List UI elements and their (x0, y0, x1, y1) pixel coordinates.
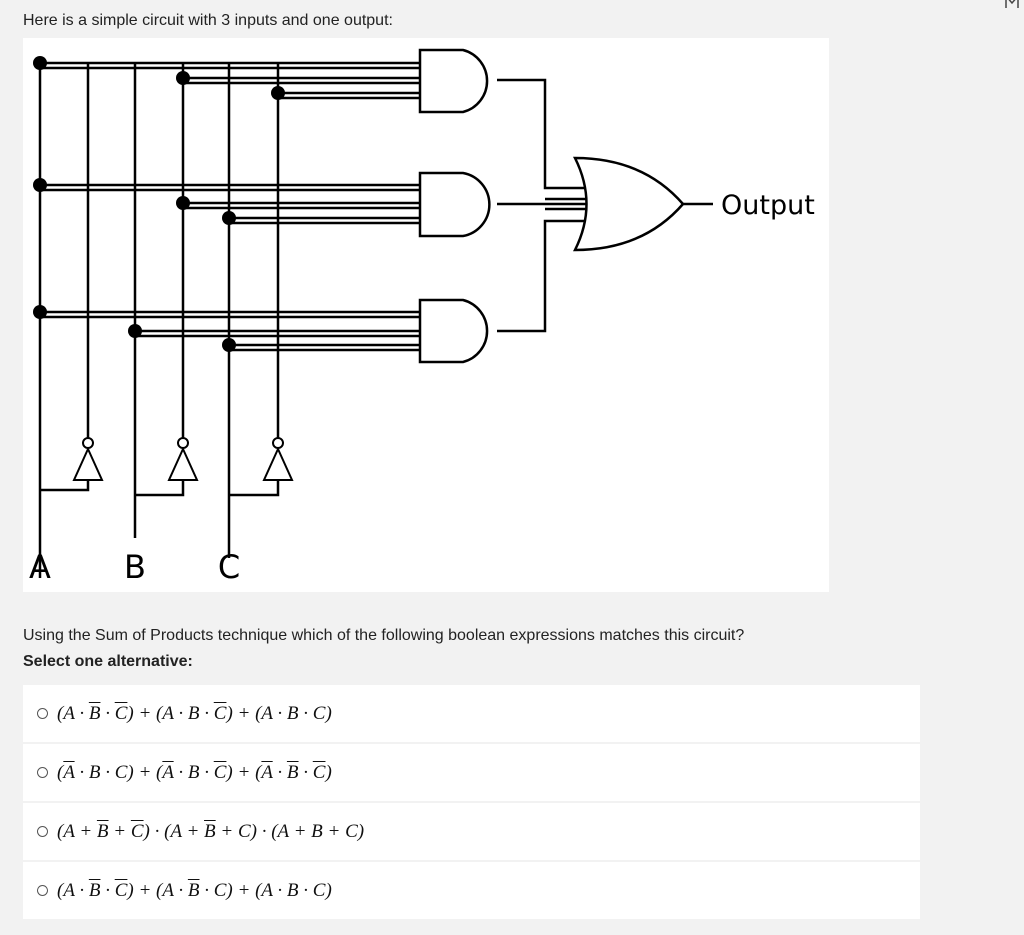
junction-dots (33, 56, 285, 352)
inverters (72, 437, 294, 481)
expression-text: · (272, 761, 287, 783)
expression-text: ) + (A · B · (127, 702, 214, 724)
expression-text: ) · (A + (143, 820, 205, 842)
instruction-text: Select one alternative: (23, 653, 193, 670)
output-label: Output (721, 190, 815, 221)
and-gate-2 (418, 171, 491, 238)
input-label-a: A (29, 548, 51, 586)
not-gate-a (72, 437, 104, 481)
overlined-term: C (114, 879, 128, 901)
overlined-term: C (130, 820, 144, 842)
overlined-term: B (286, 761, 299, 783)
and-gate-3 (418, 298, 489, 364)
radio-button-1[interactable] (37, 708, 48, 719)
expression-text: · B · (173, 761, 214, 783)
input-label-b: B (124, 548, 146, 586)
option-expression-3: (A + B + C) · (A + B + C) · (A + B + C) (57, 821, 364, 843)
radio-button-3[interactable] (37, 826, 48, 837)
overlined-term: B (204, 820, 216, 842)
radio-button-4[interactable] (37, 885, 48, 896)
expression-text: · (100, 702, 115, 724)
question-text: Using the Sum of Products technique whic… (23, 627, 745, 644)
option-3[interactable]: (A + B + C) · (A + B + C) · (A + B + C) (23, 803, 920, 860)
expression-text: ) + (A · (127, 879, 188, 901)
expression-text: + C) · (A + B + C) (215, 820, 365, 842)
overlined-term: A (162, 761, 174, 783)
input-label-c: C (218, 548, 240, 586)
expression-text: · B · C) + ( (74, 761, 163, 783)
option-4[interactable]: (A · B · C) + (A · B · C) + (A · B · C) (23, 862, 920, 919)
expression-text: · (298, 761, 313, 783)
expression-text: ( (57, 761, 64, 783)
expression-text: + (108, 820, 131, 842)
not-gate-b (167, 437, 199, 481)
expand-icon[interactable] (1004, 0, 1020, 10)
expression-text: (A · (57, 702, 89, 724)
expression-text: (A + (57, 820, 97, 842)
option-1[interactable]: (A · B · C) + (A · B · C) + (A · B · C) (23, 685, 920, 742)
and-gates (418, 48, 491, 364)
expression-text: · (100, 879, 115, 901)
overlined-term: C (312, 761, 326, 783)
not-gate-c (262, 437, 294, 481)
overlined-term: B (88, 702, 101, 724)
expression-text: ) + ( (226, 761, 262, 783)
expression-text: (A · (57, 879, 89, 901)
overlined-term: C (114, 702, 128, 724)
and-gate-1 (418, 48, 489, 114)
radio-button-2[interactable] (37, 767, 48, 778)
overlined-term: A (63, 761, 75, 783)
circuit-wires (38, 61, 713, 578)
expression-text: ) (325, 761, 332, 783)
option-expression-2: (A · B · C) + (A · B · C) + (A · B · C) (57, 762, 332, 784)
overlined-term: B (96, 820, 109, 842)
overlined-term: C (213, 761, 227, 783)
or-gate (572, 156, 685, 252)
option-expression-4: (A · B · C) + (A · B · C) + (A · B · C) (57, 880, 332, 902)
overlined-term: A (261, 761, 273, 783)
overlined-term: B (187, 879, 200, 901)
overlined-term: C (213, 702, 227, 724)
expression-text: ) + (A · B · C) (226, 702, 332, 724)
intro-text: Here is a simple circuit with 3 inputs a… (23, 12, 393, 29)
expression-text: · C) + (A · B · C) (199, 879, 332, 901)
answer-options: (A · B · C) + (A · B · C) + (A · B · C) … (23, 685, 920, 921)
circuit-diagram: A B C Output (23, 38, 829, 592)
circuit-svg: A B C Output (29, 48, 815, 586)
overlined-term: B (88, 879, 101, 901)
option-2[interactable]: (A · B · C) + (A · B · C) + (A · B · C) (23, 744, 920, 801)
option-expression-1: (A · B · C) + (A · B · C) + (A · B · C) (57, 703, 332, 725)
